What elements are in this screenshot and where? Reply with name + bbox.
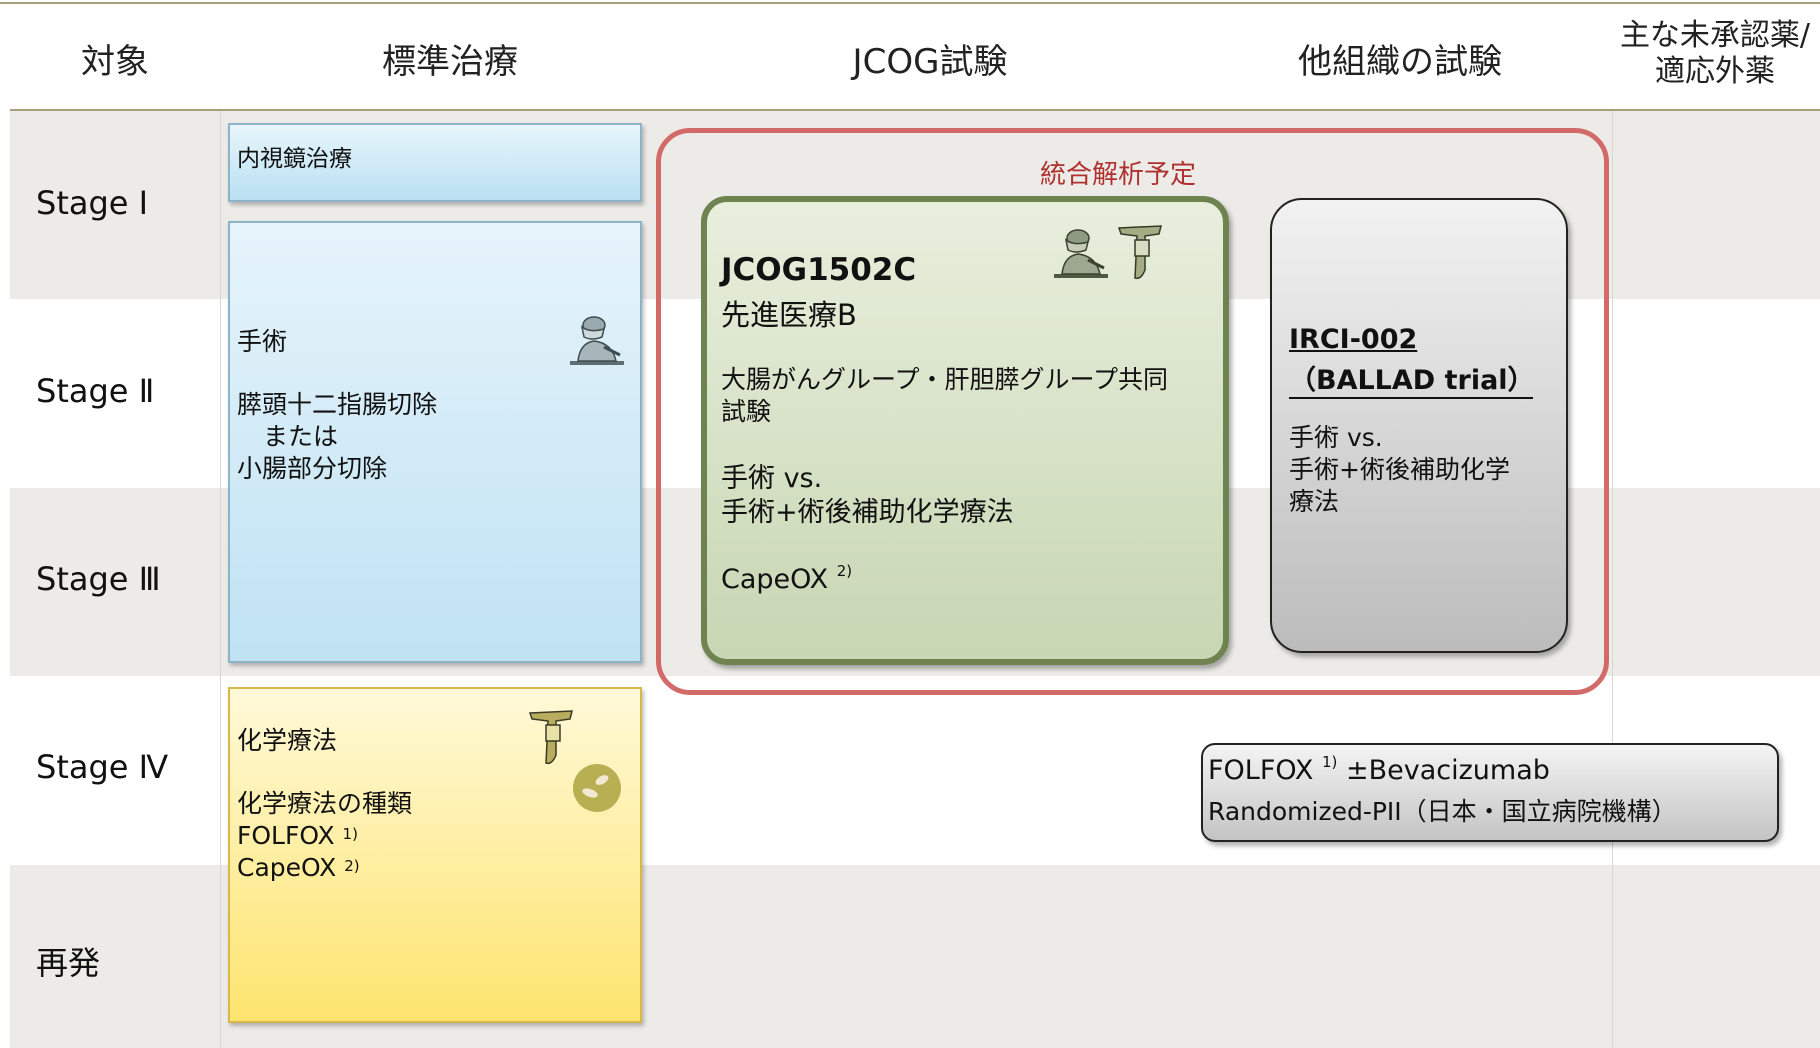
- stage4-trial-line1: FOLFOX 1) ±Bevacizumab: [1208, 753, 1550, 786]
- jcog-regimen: CapeOX 2): [721, 562, 853, 595]
- irci-trial-box: IRCI-002 （BALLAD trial） 手術 vs. 手術+術後補助化学…: [1270, 198, 1568, 653]
- header-unapproved-line1: 主な未承認薬/: [1619, 18, 1811, 53]
- stage4-trial-line2: Randomized-PII（日本・国立病院機構）: [1208, 797, 1677, 826]
- stage4-trial-folfox-ref: 1): [1321, 753, 1338, 771]
- surgery-line3: 小腸部分切除: [237, 454, 388, 483]
- jcog-group-line1: 大腸がんグループ・肝胆膵グループ共同: [721, 365, 1169, 394]
- chemo-types: 化学療法の種類: [237, 789, 413, 818]
- stage-label-recurrence: 再発: [36, 944, 101, 982]
- jcog-arm-line2: 手術+術後補助化学療法: [721, 497, 1014, 528]
- top-rule: [0, 2, 1820, 4]
- integrated-analysis-frame: [656, 128, 1609, 695]
- surgery-line1: 膵頭十二指腸切除: [237, 390, 438, 419]
- surgery-box: 手術 膵頭十二指腸切除 または 小腸部分切除: [228, 221, 642, 663]
- pill-icon: [573, 764, 621, 812]
- stage-label-4: Stage Ⅳ: [36, 748, 169, 786]
- surgery-line2: または: [263, 422, 339, 451]
- endoscopic-label: 内視鏡治療: [237, 146, 352, 172]
- jcog-trial-box: JCOG1502C 先進医療B 大腸がんグループ・肝胆膵グループ共同 試験 手術…: [701, 196, 1229, 665]
- chemo-box: 化学療法 化学療法の種類 FOLFOX 1) CapeOX 2): [228, 687, 642, 1023]
- surgery-title: 手術: [237, 327, 288, 356]
- stage-label-1: Stage Ⅰ: [36, 184, 149, 222]
- irci-arm-line1: 手術 vs.: [1289, 423, 1383, 452]
- irci-arm-line2: 手術+術後補助化学: [1289, 455, 1510, 484]
- integrated-analysis-label: 統合解析予定: [1040, 160, 1197, 190]
- header-rule: [10, 109, 1820, 111]
- irci-arm-line3: 療法: [1289, 487, 1340, 516]
- endoscopic-box: 内視鏡治療: [228, 123, 642, 202]
- jcog-arm-line1: 手術 vs.: [721, 463, 823, 494]
- chemo-capeox-ref: 2): [344, 857, 360, 875]
- jcog-trial-id: JCOG1502C: [721, 252, 917, 288]
- header-jcog: JCOG試験: [852, 42, 1008, 82]
- header-unapproved: 主な未承認薬/ 適応外薬: [1610, 18, 1820, 90]
- stage4-trial-folfox: FOLFOX: [1208, 755, 1314, 786]
- chemo-folfox-ref: 1): [342, 825, 358, 843]
- irci-trial-name: （BALLAD trial）: [1289, 358, 1535, 399]
- iv-drip-icon: [1117, 225, 1162, 280]
- irci-trial-id: IRCI-002: [1289, 324, 1418, 355]
- chemo-title: 化学療法: [237, 726, 338, 755]
- jcog-trial-subtitle: 先進医療B: [721, 298, 857, 332]
- header-other: 他組織の試験: [1298, 42, 1502, 82]
- stage4-trial-box: FOLFOX 1) ±Bevacizumab Randomized-PII（日本…: [1201, 743, 1779, 842]
- stage4-trial-bevacizumab: ±Bevacizumab: [1345, 755, 1550, 786]
- surgeon-icon: [1054, 229, 1108, 278]
- stage-label-2: Stage Ⅱ: [36, 372, 155, 410]
- col-divider-2: [1612, 111, 1613, 1048]
- jcog-regimen-label: CapeOX: [721, 564, 829, 595]
- header-target: 対象: [81, 42, 149, 82]
- jcog-group-line2: 試験: [721, 397, 772, 426]
- surgeon-icon: [570, 316, 624, 365]
- header-standard: 標準治療: [382, 42, 518, 82]
- stage-label-3: Stage Ⅲ: [36, 560, 161, 598]
- chemo-capeox-label: CapeOX: [237, 853, 337, 882]
- col-divider-1: [220, 111, 221, 1048]
- chemo-folfox: FOLFOX 1): [237, 820, 358, 852]
- jcog-regimen-ref: 2): [836, 562, 853, 580]
- chemo-folfox-label: FOLFOX: [237, 821, 335, 850]
- header-unapproved-line2: 適応外薬: [1655, 54, 1775, 89]
- iv-drip-icon: [528, 710, 573, 765]
- chemo-capeox: CapeOX 2): [237, 852, 360, 884]
